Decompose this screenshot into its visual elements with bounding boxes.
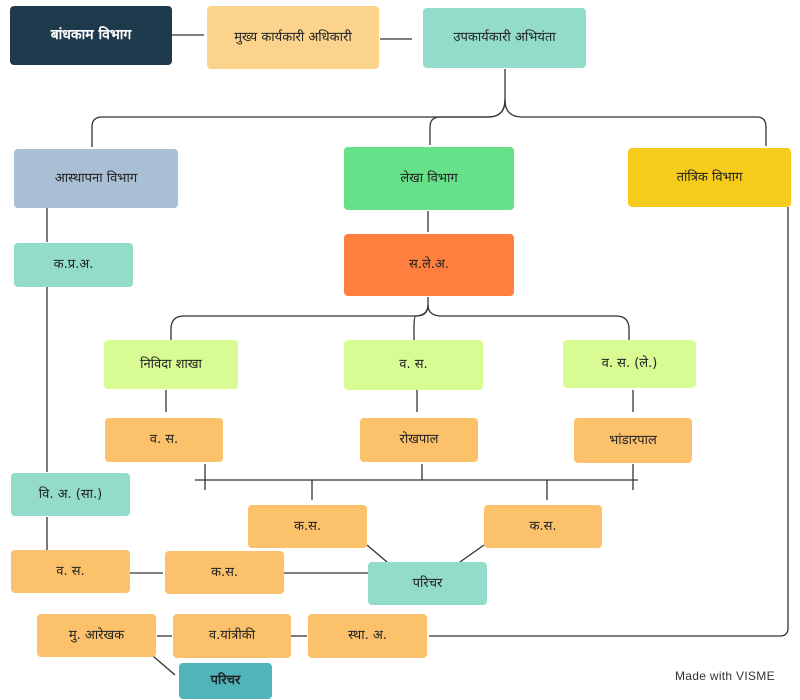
connector-to-nivida <box>170 304 429 340</box>
node-ks-b: क.स. <box>484 505 602 548</box>
connector-ks-a-parichar <box>366 544 388 563</box>
node-vs-middle: व. स. <box>344 340 483 390</box>
connector-tantrik-stha <box>429 207 789 637</box>
node-vs-low: व. स. <box>11 550 130 593</box>
node-vs-left: व. स. <box>105 418 223 462</box>
watermark: Made with VISME <box>675 669 775 683</box>
node-tantrik-vibhag: तांत्रिक विभाग <box>628 148 791 207</box>
node-nivida-shakha: निविदा शाखा <box>104 340 238 389</box>
node-sle: स.ले.अ. <box>344 234 514 296</box>
node-upkaryakari-abhiyanta: उपकार्यकारी अभियंता <box>423 8 586 68</box>
connector-mu-parichar <box>152 655 176 676</box>
node-asthapana-vibhag: आस्थापना विभाग <box>14 149 178 208</box>
connector-to-vs-mid <box>413 304 429 340</box>
node-via-sa: वि. अ. (सा.) <box>11 473 130 516</box>
node-rokhpal: रोखपाल <box>360 418 478 462</box>
connector-to-lekha <box>429 99 506 145</box>
node-mukhya-karyakari-adhikari: मुख्य कार्यकारी अधिकारी <box>207 6 379 69</box>
node-ks-a: क.स. <box>248 505 367 548</box>
connector-to-asthapana <box>91 99 506 147</box>
node-parichar-middle: परिचर <box>368 562 487 605</box>
node-lekha-vibhag: लेखा विभाग <box>344 147 514 210</box>
connector-to-vs-le <box>427 304 630 340</box>
connector-to-tantrik <box>504 99 767 146</box>
node-mu-arekhak: मु. आरेखक <box>37 614 156 657</box>
node-bhandarpal: भांडारपाल <box>574 418 692 463</box>
node-ks-c: क.स. <box>165 551 284 594</box>
node-v-yantriki: व.यांत्रीकी <box>173 614 291 658</box>
node-parichar-bottom: परिचर <box>179 663 272 699</box>
node-bandhkam-vibhag: बांधकाम विभाग <box>10 6 172 65</box>
node-stha-a: स्था. अ. <box>308 614 427 658</box>
node-vs-le: व. स. (ले.) <box>563 340 696 388</box>
connector-ks-b-parichar <box>459 544 485 563</box>
node-kpa: क.प्र.अ. <box>14 243 133 287</box>
